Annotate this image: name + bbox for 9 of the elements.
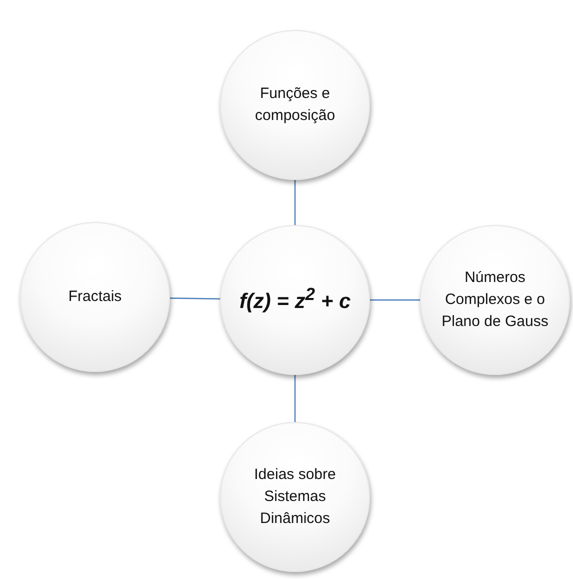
connector-line [294,375,296,422]
topic-label: Números Complexos e o Plano de Gauss [440,268,550,332]
connector-line [170,298,220,300]
topic-label: Ideias sobre Sistemas Dinâmicos [253,465,337,529]
formula-text: f(z) = z$^{2}$ + c [239,283,351,316]
topic-label: Fractais [68,287,122,308]
connector-line [294,180,296,225]
connector-line [370,299,420,301]
topic-label: Funções e composição [255,84,335,126]
